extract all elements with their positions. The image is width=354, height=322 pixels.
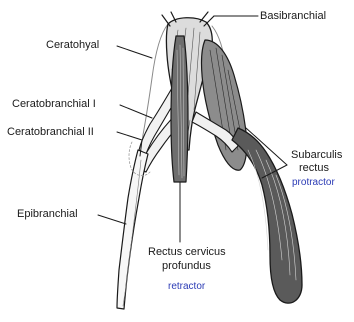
epibranchial-label: Epibranchial <box>17 208 78 221</box>
subarculis-label-line2: rectus <box>299 162 329 175</box>
ceratobranchial-1-label: Ceratobranchial I <box>12 98 96 111</box>
subarculis-rectus-shape <box>202 40 247 170</box>
subarculis-role-label: protractor <box>292 176 335 189</box>
rectus-cervicus-profundus-shape <box>171 36 188 182</box>
ceratobranchial-2-label: Ceratobranchial II <box>7 126 94 139</box>
basibranchial-label: Basibranchial <box>260 10 326 23</box>
subarculis-label-line1: Subarculis <box>291 149 342 162</box>
rectus-label-line2: profundus <box>162 260 211 273</box>
rectus-label-line1: Rectus cervicus <box>148 246 226 259</box>
ceratohyal-leader <box>117 46 152 58</box>
epibranchial-shape <box>117 150 148 309</box>
epibranchial-leader <box>98 215 126 224</box>
ceratohyal-label: Ceratohyal <box>46 39 99 52</box>
rectus-role-label: retractor <box>168 280 205 293</box>
